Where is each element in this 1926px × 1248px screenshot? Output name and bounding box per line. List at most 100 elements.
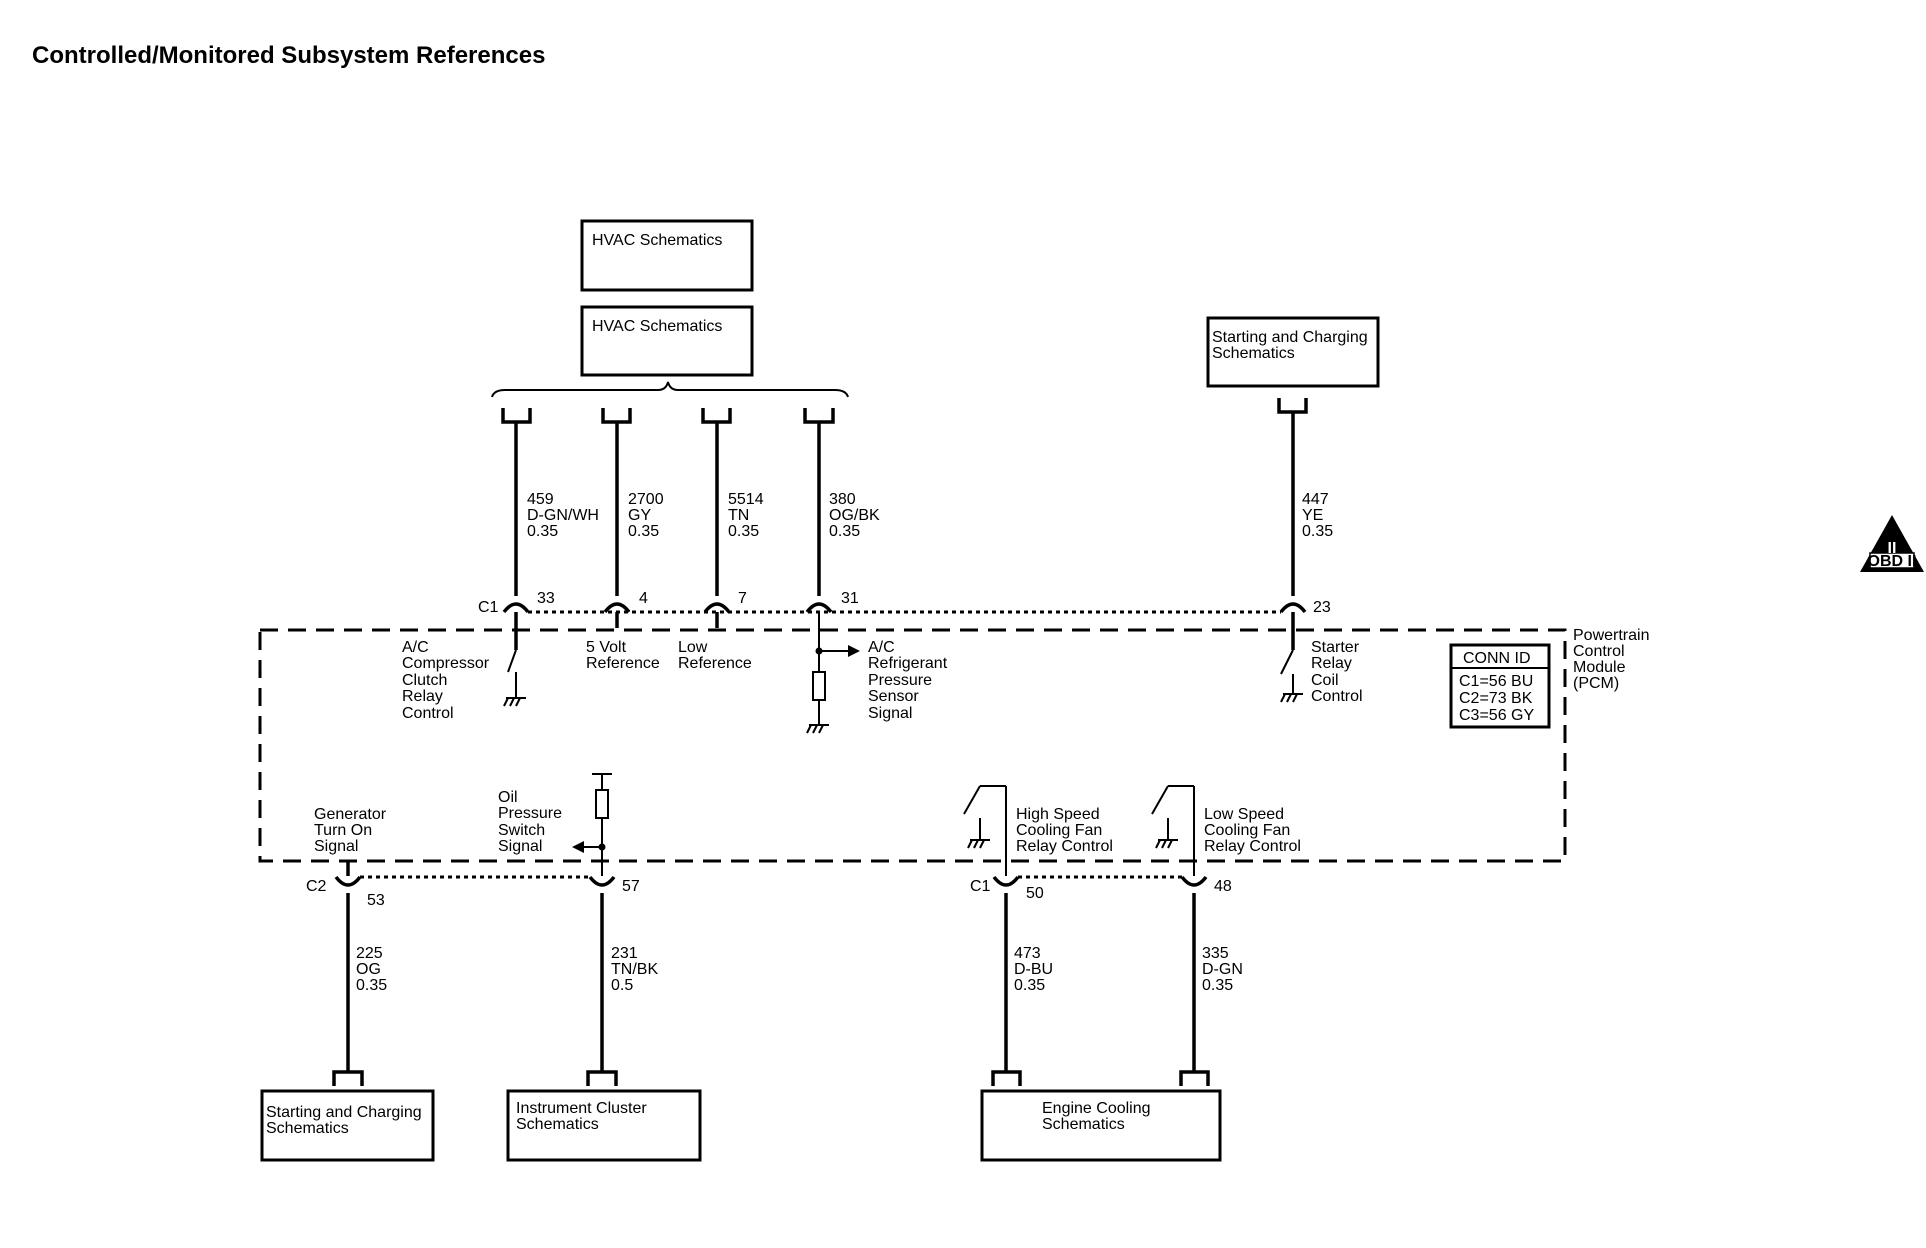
svg-text:Control: Control bbox=[1573, 643, 1625, 660]
svg-text:0.35: 0.35 bbox=[728, 523, 759, 540]
svg-text:57: 57 bbox=[622, 878, 640, 895]
svg-text:0.35: 0.35 bbox=[527, 523, 558, 540]
hvac-ref-box-1[interactable]: HVAC Schematics bbox=[580, 219, 754, 292]
svg-text:(PCM): (PCM) bbox=[1573, 675, 1619, 692]
svg-text:0.35: 0.35 bbox=[1202, 977, 1233, 994]
svg-text:5 Volt: 5 Volt bbox=[586, 639, 627, 656]
svg-text:Starting and Charging: Starting and Charging bbox=[266, 1104, 422, 1121]
instrument-cluster-ref-box[interactable]: Instrument Cluster Schematics bbox=[506, 1089, 702, 1162]
svg-text:Relay Control: Relay Control bbox=[1204, 838, 1301, 855]
top-wire-2700: 2700 GY 0.35 4 bbox=[601, 408, 664, 614]
svg-text:HVAC Schematics: HVAC Schematics bbox=[592, 232, 722, 249]
top-wire-459: 459 D-GN/WH 0.35 33 bbox=[501, 408, 599, 614]
ac-clutch-label: A/C Compressor Clutch Relay Control bbox=[402, 639, 490, 722]
ac-sensor-label: A/C Refrigerant Pressure Sensor Signal bbox=[868, 639, 948, 722]
svg-text:Coil: Coil bbox=[1311, 672, 1339, 689]
svg-text:Control: Control bbox=[1311, 688, 1363, 705]
svg-text:380: 380 bbox=[829, 491, 856, 508]
svg-text:Reference: Reference bbox=[586, 655, 660, 672]
svg-text:7: 7 bbox=[738, 590, 747, 607]
svg-text:Powertrain: Powertrain bbox=[1573, 627, 1649, 644]
svg-text:Sensor: Sensor bbox=[868, 688, 919, 705]
svg-text:GY: GY bbox=[628, 507, 651, 524]
top-wire-447: 447 YE 0.35 23 bbox=[1277, 398, 1333, 616]
starter-label: Starter Relay Coil Control bbox=[1311, 639, 1363, 705]
hvac-ref-box-2[interactable]: HVAC Schematics bbox=[580, 305, 754, 377]
svg-text:0.35: 0.35 bbox=[1302, 523, 1333, 540]
svg-text:0.35: 0.35 bbox=[829, 523, 860, 540]
svg-text:C1=56 BU: C1=56 BU bbox=[1459, 673, 1533, 690]
starting-charging-ref-box-top[interactable]: Starting and Charging Schematics bbox=[1206, 316, 1380, 388]
hvac-brace bbox=[491, 381, 849, 398]
pcm-label: Powertrain Control Module (PCM) bbox=[1573, 627, 1649, 692]
svg-text:0.5: 0.5 bbox=[611, 977, 633, 994]
svg-text:C3=56 GY: C3=56 GY bbox=[1459, 707, 1534, 724]
engine-cooling-ref-box[interactable]: Engine Cooling Schematics bbox=[980, 1089, 1222, 1162]
connector-c1-top: C1 bbox=[478, 599, 499, 616]
svg-text:Generator: Generator bbox=[314, 806, 387, 823]
svg-text:231: 231 bbox=[611, 945, 638, 962]
svg-text:447: 447 bbox=[1302, 491, 1329, 508]
svg-text:A/C: A/C bbox=[868, 639, 895, 656]
svg-text:2700: 2700 bbox=[628, 491, 664, 508]
svg-text:31: 31 bbox=[841, 590, 859, 607]
page-title: Controlled/Monitored Subsystem Reference… bbox=[32, 42, 546, 69]
svg-text:Cooling Fan: Cooling Fan bbox=[1016, 822, 1102, 839]
conn-id-box: CONN ID C1=56 BU C2=73 BK C3=56 GY bbox=[1449, 643, 1551, 729]
svg-text:D-GN/WH: D-GN/WH bbox=[527, 507, 599, 524]
svg-text:Signal: Signal bbox=[498, 838, 542, 855]
svg-text:5514: 5514 bbox=[728, 491, 764, 508]
svg-text:HVAC Schematics: HVAC Schematics bbox=[592, 318, 722, 335]
svg-text:48: 48 bbox=[1214, 878, 1232, 895]
svg-text:TN/BK: TN/BK bbox=[611, 961, 658, 978]
svg-text:OBD II: OBD II bbox=[1868, 553, 1917, 570]
svg-text:Control: Control bbox=[402, 705, 454, 722]
svg-text:Refrigerant: Refrigerant bbox=[868, 655, 948, 672]
svg-text:4: 4 bbox=[639, 590, 648, 607]
svg-text:D-GN: D-GN bbox=[1202, 961, 1243, 978]
svg-text:50: 50 bbox=[1026, 885, 1044, 902]
svg-text:Instrument Cluster: Instrument Cluster bbox=[516, 1100, 647, 1117]
svg-text:Cooling Fan: Cooling Fan bbox=[1204, 822, 1290, 839]
svg-text:CONN ID: CONN ID bbox=[1463, 650, 1531, 667]
svg-text:OG: OG bbox=[356, 961, 381, 978]
svg-text:0.35: 0.35 bbox=[1014, 977, 1045, 994]
svg-text:Starting and Charging: Starting and Charging bbox=[1212, 329, 1368, 346]
bottom-wire-335: 48 335 D-GN 0.35 bbox=[1179, 875, 1243, 1086]
svg-text:C2=73 BK: C2=73 BK bbox=[1459, 690, 1533, 707]
svg-text:Signal: Signal bbox=[314, 838, 358, 855]
svg-text:335: 335 bbox=[1202, 945, 1229, 962]
svg-text:Reference: Reference bbox=[678, 655, 752, 672]
svg-text:II: II bbox=[1888, 540, 1897, 557]
svg-text:Relay: Relay bbox=[402, 688, 443, 705]
oil-pressure-switch bbox=[572, 773, 612, 876]
pcm-boundary bbox=[258, 628, 1567, 863]
svg-text:0.35: 0.35 bbox=[628, 523, 659, 540]
svg-text:Module: Module bbox=[1573, 659, 1626, 676]
svg-text:D-BU: D-BU bbox=[1014, 961, 1053, 978]
svg-text:225: 225 bbox=[356, 945, 383, 962]
svg-text:A/C: A/C bbox=[402, 639, 429, 656]
svg-text:YE: YE bbox=[1302, 507, 1323, 524]
svg-text:Low Speed: Low Speed bbox=[1204, 806, 1284, 823]
svg-text:Signal: Signal bbox=[868, 705, 912, 722]
svg-text:High Speed: High Speed bbox=[1016, 806, 1100, 823]
svg-text:Relay: Relay bbox=[1311, 655, 1352, 672]
svg-text:Switch: Switch bbox=[498, 822, 545, 839]
starting-charging-ref-box-bottom[interactable]: Starting and Charging Schematics bbox=[260, 1089, 435, 1162]
high-speed-fan-relay-switch bbox=[963, 785, 1007, 876]
svg-text:Starter: Starter bbox=[1311, 639, 1360, 656]
svg-text:Schematics: Schematics bbox=[266, 1120, 349, 1137]
generator-label: Generator Turn On Signal bbox=[314, 806, 387, 855]
top-wire-380: 380 OG/BK 0.35 31 bbox=[803, 408, 880, 614]
svg-text:Pressure: Pressure bbox=[868, 672, 932, 689]
svg-text:473: 473 bbox=[1014, 945, 1041, 962]
svg-text:Low: Low bbox=[678, 639, 708, 656]
obd-ii-icon: II OBD II bbox=[1860, 515, 1924, 572]
svg-text:Relay Control: Relay Control bbox=[1016, 838, 1113, 855]
low-ref-label: Low Reference bbox=[678, 639, 752, 672]
svg-text:0.35: 0.35 bbox=[356, 977, 387, 994]
svg-text:Oil: Oil bbox=[498, 789, 518, 806]
bottom-wire-473: 50 473 D-BU 0.35 bbox=[991, 875, 1053, 1086]
